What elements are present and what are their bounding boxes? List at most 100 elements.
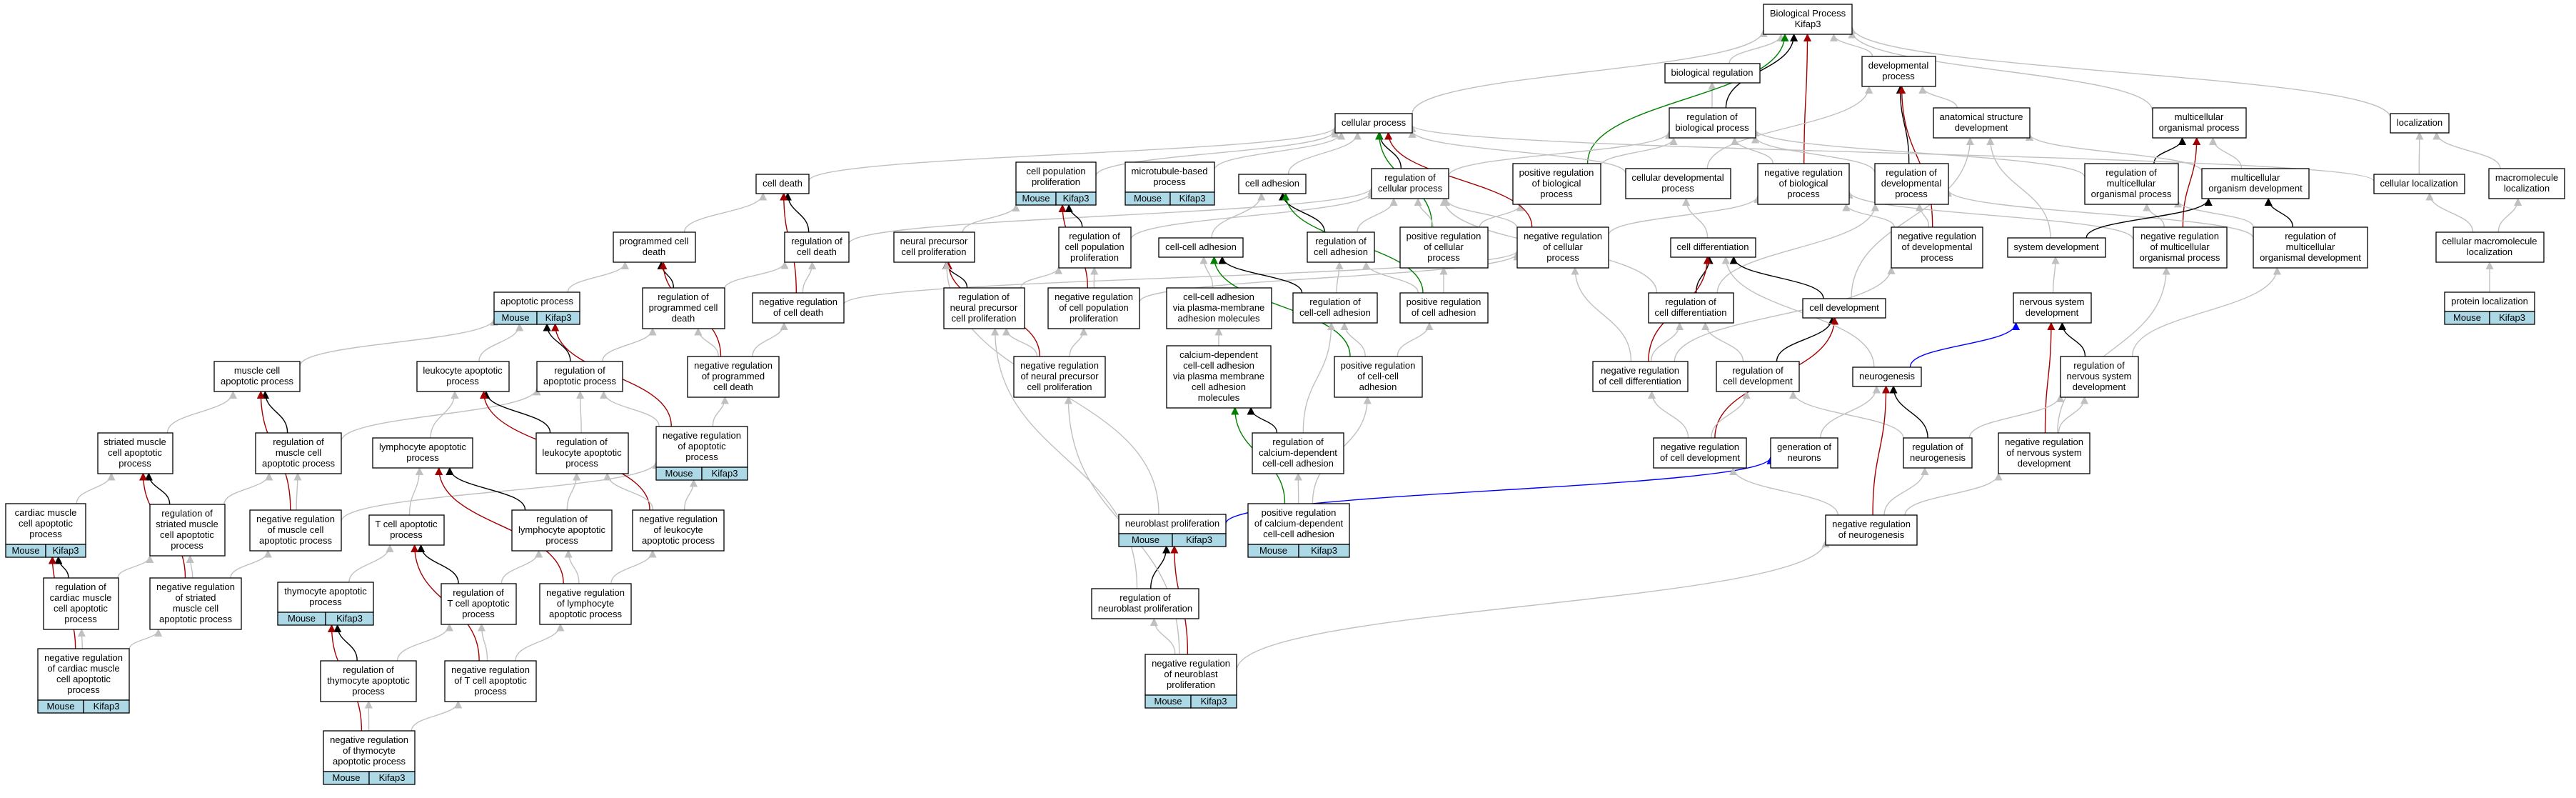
edge-is-a xyxy=(1721,256,1875,367)
go-node-system-development[interactable]: system development xyxy=(2007,237,2106,258)
go-node-localization[interactable]: localization xyxy=(2390,113,2450,134)
go-node-cellular-process[interactable]: cellular process xyxy=(1334,113,1413,134)
go-node-cellular-localization[interactable]: cellular localization xyxy=(2373,174,2465,194)
go-node-neurogenesis[interactable]: neurogenesis xyxy=(1852,366,1922,387)
node-box xyxy=(943,287,1025,329)
gene-tag xyxy=(83,699,130,714)
node-box xyxy=(755,174,810,194)
go-node-cell-adhesion[interactable]: cell adhesion xyxy=(1238,174,1307,194)
go-node-biological-regulation[interactable]: biological regulation xyxy=(1664,63,1761,84)
node-box xyxy=(441,583,517,625)
go-node-cell-death[interactable]: cell death xyxy=(755,174,810,194)
edge-is-a xyxy=(1883,467,1929,516)
edge-is-a xyxy=(299,317,498,366)
go-node-cell-differentiation[interactable]: cell differentiation xyxy=(1670,237,1756,258)
node-box xyxy=(444,660,537,702)
go-node-cell-development[interactable]: cell development xyxy=(1802,298,1886,319)
go-node-cell-cell-adhesion[interactable]: cell-cell adhesion xyxy=(1158,237,1244,258)
node-box xyxy=(2084,163,2179,205)
